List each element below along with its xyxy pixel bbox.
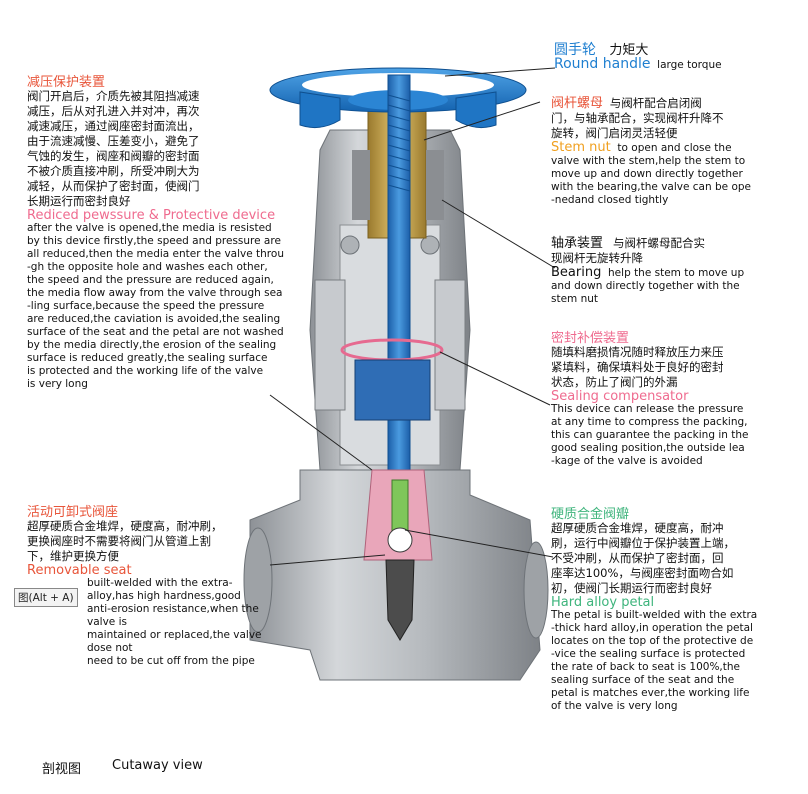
hard-alloy-petal-zh-title: 硬质合金阀瓣 (551, 507, 630, 522)
sealing-compensator-zh-body: 随填料磨损情况随时释放压力来压 紧填料，确保填料处于良好的密封 状态，防止了阀门… (551, 345, 724, 389)
removable-seat-en-body: built-welded with the extra- alloy,has h… (87, 577, 262, 667)
hard-alloy-petal-en-title: Hard alloy petal (551, 595, 655, 610)
pressure-reduction-zh-body: 阀门开启后，介质先被其阻挡减速 减压，后从对孔进入并对冲，再次 减速减压，通过阀… (27, 89, 200, 208)
removable-seat (363, 469, 433, 561)
screenshot-tooltip: 图(Alt + A) (14, 588, 78, 607)
stem-nut-en-body: valve with the stem,help the stem to mov… (551, 155, 751, 206)
removable-seat-en-title: Removable seat (27, 563, 132, 578)
leader-petal (404, 529, 554, 558)
pressure-reduction-callout: 减压保护装置 阀门开启后，介质先被其阻挡减速 减压，后从对孔进入并对冲，再次 减… (27, 76, 285, 391)
bearing-callout: 轴承装置 与阀杆螺母配合实 现阀杆无旋转升降 Bearing help the … (551, 236, 801, 306)
stem-nut-zh-title: 阀杆螺母 (551, 96, 604, 111)
stem-nut-en-first: to open and close the (617, 142, 732, 154)
hard-alloy-petal-zh-body: 超厚硬质合金堆焊，硬度高，耐冲 刷，运行中阀瓣位于保护装置上端， 不受冲刷，从而… (551, 521, 735, 595)
stem-nut-zh-body: 门，与轴承配合，实现阀杆升降不 旋转，阀门启闭灵活轻便 (551, 111, 724, 140)
pressure-reduction-en-body: after the valve is opened,the media is r… (27, 222, 284, 390)
round-handle-en: Round handle (554, 56, 651, 72)
removable-seat-zh-title: 活动可卸式阀座 (27, 505, 119, 520)
round-handle-zh: 圆手轮 (554, 42, 596, 58)
sealing-compensator-en-title: Sealing compensator (551, 389, 689, 404)
bearing-zh-title: 轴承装置 (551, 236, 604, 251)
round-handle-en-extra: large torque (657, 59, 722, 71)
leader-stem-nut (423, 101, 541, 141)
sealing-compensator-zh-title: 密封补偿装置 (551, 331, 630, 346)
caption-en: Cutaway view (112, 758, 203, 773)
valve-stem (387, 74, 411, 526)
stem-nut-callout: 阀杆螺母 与阀杆配合启闭阀 门，与轴承配合，实现阀杆升降不 旋转，阀门启闭灵活轻… (551, 96, 801, 207)
leader-bearing (441, 199, 556, 269)
removable-seat-callout: 活动可卸式阀座 超厚硬质合金堆焊，硬度高，耐冲刷， 更换阀座时不需要将阀门从管道… (27, 506, 277, 668)
stem-nut-en-title: Stem nut (551, 140, 611, 155)
hard-alloy-petal (385, 559, 415, 641)
hard-alloy-petal-callout: 硬质合金阀瓣 超厚硬质合金堆焊，硬度高，耐冲 刷，运行中阀瓣位于保护装置上端， … (551, 508, 803, 713)
sealing-compensator-en-body: This device can release the pressure at … (551, 403, 749, 467)
round-handle-callout: 圆手轮 力矩大 Round handle large torque (554, 42, 722, 72)
leader-compensator (439, 351, 551, 406)
bearing-zh-first: 与阀杆螺母配合实 (613, 236, 706, 250)
round-handle-zh-extra: 力矩大 (609, 43, 649, 58)
bonnet-bolts (314, 235, 466, 411)
pressure-reduction-zh-title: 减压保护装置 (27, 75, 106, 90)
stem-nut-zh-first: 与阀杆配合启闭阀 (609, 96, 702, 110)
bearing-zh-body: 现阀杆无旋转升降 (551, 251, 643, 265)
bearing-en-title: Bearing (551, 265, 602, 280)
sealing-compensator-callout: 密封补偿装置 随填料磨损情况随时释放压力来压 紧填料，确保填料处于良好的密封 状… (551, 332, 801, 468)
leader-seat (269, 554, 386, 566)
bearing-en-first: help the stem to move up (608, 267, 745, 279)
bearing-en-body: and down directly together with the stem… (551, 280, 740, 305)
hard-alloy-petal-en-body: The petal is built-welded with the extra… (551, 609, 758, 712)
removable-seat-zh-body: 超厚硬质合金堆焊，硬度高，耐冲刷， 更换阀座时不需要将阀门从管道上割 下，维护更… (27, 519, 223, 563)
pressure-reduction-en-title: Rediced pewssure & Protective device (27, 208, 276, 223)
caption-zh: 剖视图 (42, 762, 82, 777)
leader-pressure (269, 394, 373, 471)
sealing-compensator (340, 338, 444, 421)
leader-handle (444, 67, 556, 77)
